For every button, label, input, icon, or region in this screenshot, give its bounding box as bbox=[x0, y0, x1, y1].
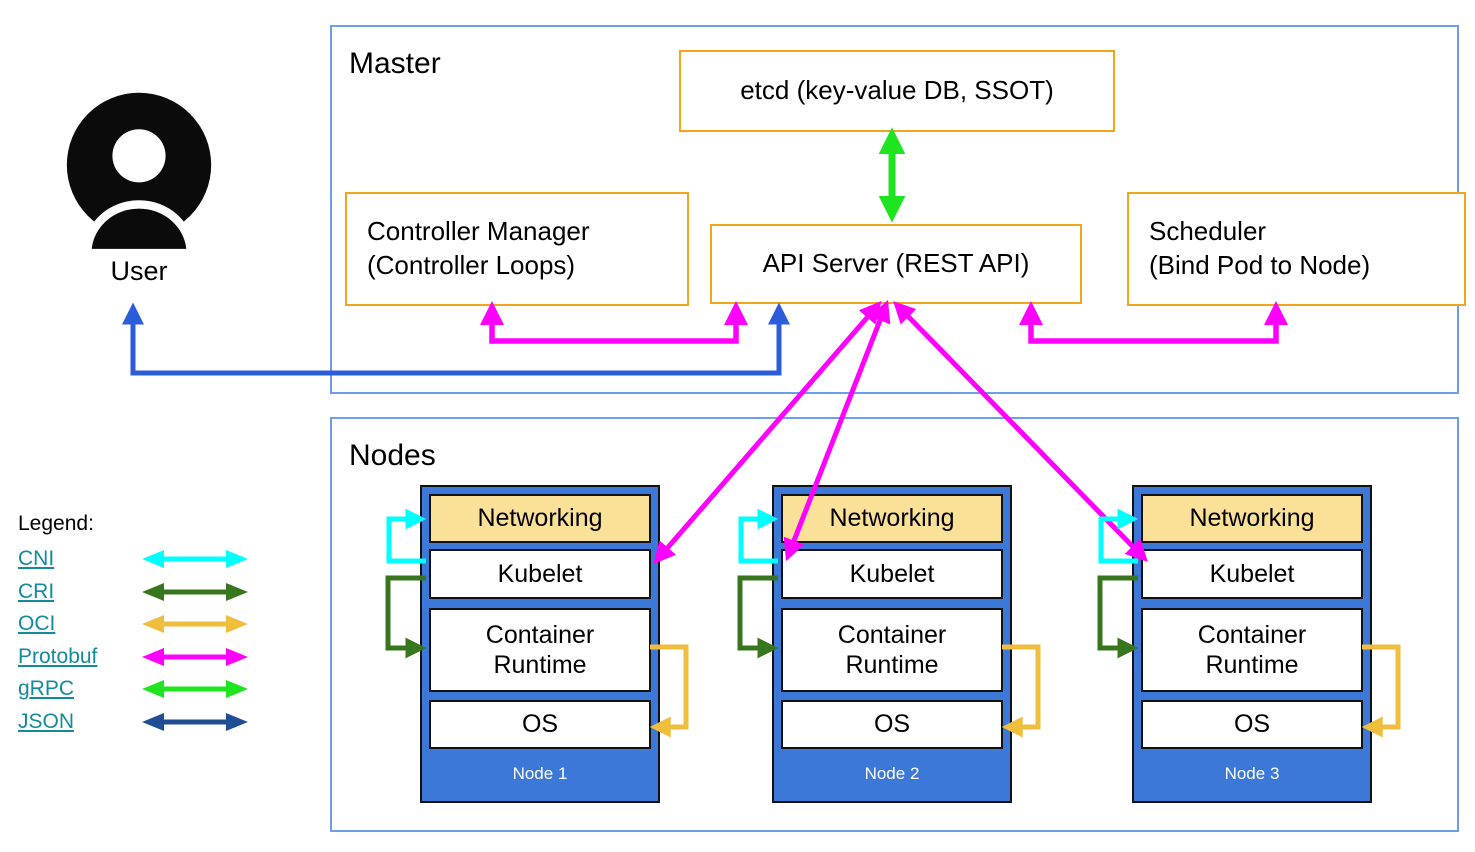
legend-link-grpc[interactable]: gRPC bbox=[18, 677, 75, 701]
node-2: Networking Kubelet Container Runtime OS … bbox=[772, 485, 1012, 803]
user-icon bbox=[66, 92, 212, 250]
legend-link-cni[interactable]: CNI bbox=[18, 547, 55, 571]
node-2-os-layer: OS bbox=[781, 700, 1003, 749]
master-box: Master etcd (key-value DB, SSOT) Control… bbox=[330, 25, 1466, 394]
runtime-label-line1: Container bbox=[485, 621, 595, 649]
node-3-container-runtime-layer: Container Runtime bbox=[1141, 608, 1363, 692]
legend-link-json[interactable]: JSON bbox=[18, 709, 75, 733]
legend-row-protobuf: Protobuf bbox=[18, 641, 248, 674]
user-figure: User bbox=[63, 92, 215, 287]
legend-title: Legend: bbox=[18, 512, 94, 535]
legend-link-cri[interactable]: CRI bbox=[18, 579, 55, 603]
node-3-name: Node 3 bbox=[1224, 764, 1280, 783]
runtime-label-line2: Runtime bbox=[1205, 651, 1299, 679]
cri-arrow-icon bbox=[142, 582, 248, 601]
node-2-networking-layer: Networking bbox=[781, 494, 1003, 543]
legend: Legend: CNI CRI OCI bbox=[18, 512, 248, 738]
json-arrow-icon bbox=[142, 712, 248, 731]
oci-arrow-icon bbox=[142, 615, 248, 634]
legend-link-protobuf[interactable]: Protobuf bbox=[18, 644, 98, 668]
nodes-box: Nodes Networking Kubelet Container Runti… bbox=[330, 417, 1459, 832]
node-2-kubelet-layer: Kubelet bbox=[781, 549, 1003, 599]
scheduler-label-line2: (Bind Pod to Node) bbox=[1149, 250, 1371, 280]
api-server-box: API Server (REST API) bbox=[710, 224, 1082, 304]
node-3-kubelet-layer: Kubelet bbox=[1141, 549, 1363, 599]
runtime-label-line2: Runtime bbox=[493, 651, 587, 679]
node-3: Networking Kubelet Container Runtime OS … bbox=[1132, 485, 1372, 803]
etcd-label: etcd (key-value DB, SSOT) bbox=[740, 75, 1054, 106]
node-1: Networking Kubelet Container Runtime OS … bbox=[420, 485, 660, 803]
scheduler-label-line1: Scheduler bbox=[1149, 216, 1267, 247]
node-3-os-layer: OS bbox=[1141, 700, 1363, 749]
runtime-label-line1: Container bbox=[1197, 621, 1307, 649]
legend-row-cri: CRI bbox=[18, 576, 248, 609]
legend-row-json: JSON bbox=[18, 706, 248, 739]
legend-link-oci[interactable]: OCI bbox=[18, 612, 56, 636]
scheduler-box: Scheduler (Bind Pod to Node) bbox=[1127, 192, 1466, 306]
master-title: Master bbox=[349, 47, 441, 80]
node-1-networking-layer: Networking bbox=[429, 494, 651, 543]
node-1-container-runtime-layer: Container Runtime bbox=[429, 608, 651, 692]
controller-manager-label-line2: (Controller Loops) bbox=[367, 250, 576, 280]
controller-manager-box: Controller Manager (Controller Loops) bbox=[345, 192, 689, 306]
legend-row-cni: CNI bbox=[18, 543, 248, 576]
legend-row-oci: OCI bbox=[18, 608, 248, 641]
node-3-networking-layer: Networking bbox=[1141, 494, 1363, 543]
cni-arrow-icon bbox=[142, 550, 248, 569]
api-server-label: API Server (REST API) bbox=[762, 248, 1030, 279]
grpc-arrow-icon bbox=[142, 680, 248, 699]
node-1-os-layer: OS bbox=[429, 700, 651, 749]
legend-row-grpc: gRPC bbox=[18, 673, 248, 706]
user-label: User bbox=[110, 256, 168, 286]
node-1-kubelet-layer: Kubelet bbox=[429, 549, 651, 599]
runtime-label-line2: Runtime bbox=[845, 651, 939, 679]
controller-manager-label-line1: Controller Manager bbox=[367, 216, 590, 247]
etcd-box: etcd (key-value DB, SSOT) bbox=[679, 50, 1115, 132]
node-1-name: Node 1 bbox=[512, 764, 568, 783]
node-2-container-runtime-layer: Container Runtime bbox=[781, 608, 1003, 692]
protobuf-arrow-icon bbox=[142, 647, 248, 666]
nodes-title: Nodes bbox=[349, 439, 436, 472]
node-2-name: Node 2 bbox=[864, 764, 920, 783]
runtime-label-line1: Container bbox=[837, 621, 947, 649]
